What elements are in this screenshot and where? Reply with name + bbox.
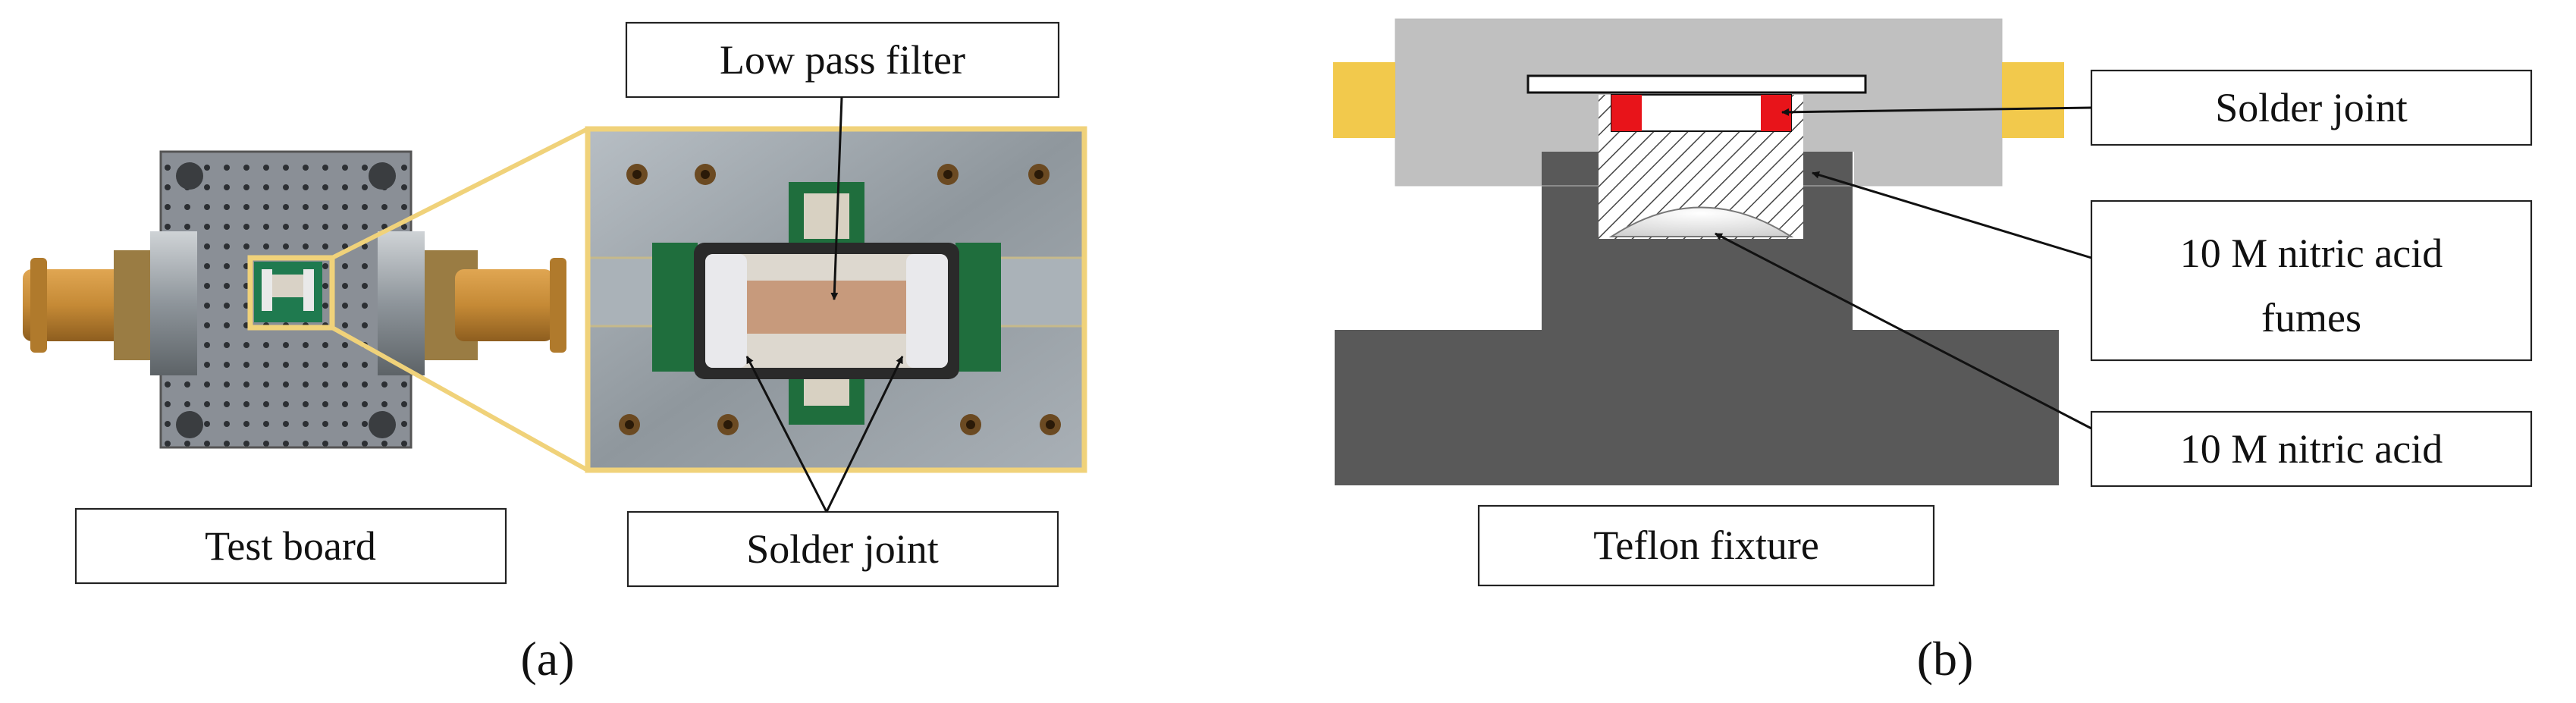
- low-pass-filter-arrow: [830, 96, 843, 300]
- solder-joint-arrow-right: [825, 356, 904, 513]
- panel-b: Solder joint 10 M nitric acid fumes 10 M…: [1333, 18, 2533, 686]
- solder-joint-box-a: [626, 510, 1059, 588]
- caption-b: (b): [1917, 632, 1974, 686]
- fumes-arrow: [1812, 171, 2092, 259]
- board-sample: [1526, 74, 1867, 94]
- fumes-label-line1: 10 M nitric acid: [2180, 231, 2443, 276]
- solder-joint-arrow-b: [1781, 106, 2092, 116]
- solder-joint-label-b: Solder joint: [2215, 85, 2408, 130]
- nitric-acid-box: [2090, 410, 2533, 488]
- test-board-box: [74, 507, 507, 585]
- fumes-box: [2090, 199, 2533, 362]
- caption-a: (a): [520, 632, 574, 686]
- teflon-fixture-body: [1335, 152, 2059, 485]
- nitric-acid-label: 10 M nitric acid: [2180, 426, 2443, 472]
- solder-red-left: [1611, 95, 1642, 131]
- teflon-fixture-box: [1477, 504, 1935, 587]
- zoom-photo: [585, 126, 1087, 473]
- test-board-label: Test board: [205, 523, 376, 569]
- panel-a: Low pass filter Solder joint Test board …: [23, 21, 1087, 686]
- fumes-label-line2: fumes: [2261, 295, 2361, 341]
- low-pass-filter-label: Low pass filter: [720, 37, 965, 83]
- connector-right: [2002, 62, 2064, 138]
- solder-joint-box-b: [2090, 69, 2533, 146]
- test-board-photo: [23, 127, 589, 472]
- solder-joint-label-a: Solder joint: [746, 526, 939, 572]
- solder-joint-arrow-left: [745, 356, 828, 513]
- nitric-acid-pool: [1608, 206, 1794, 237]
- nitric-acid-arrow: [1715, 232, 2092, 430]
- low-pass-filter-box: [625, 21, 1060, 99]
- teflon-fixture-label: Teflon fixture: [1593, 523, 1819, 568]
- connector-left: [1333, 62, 1395, 138]
